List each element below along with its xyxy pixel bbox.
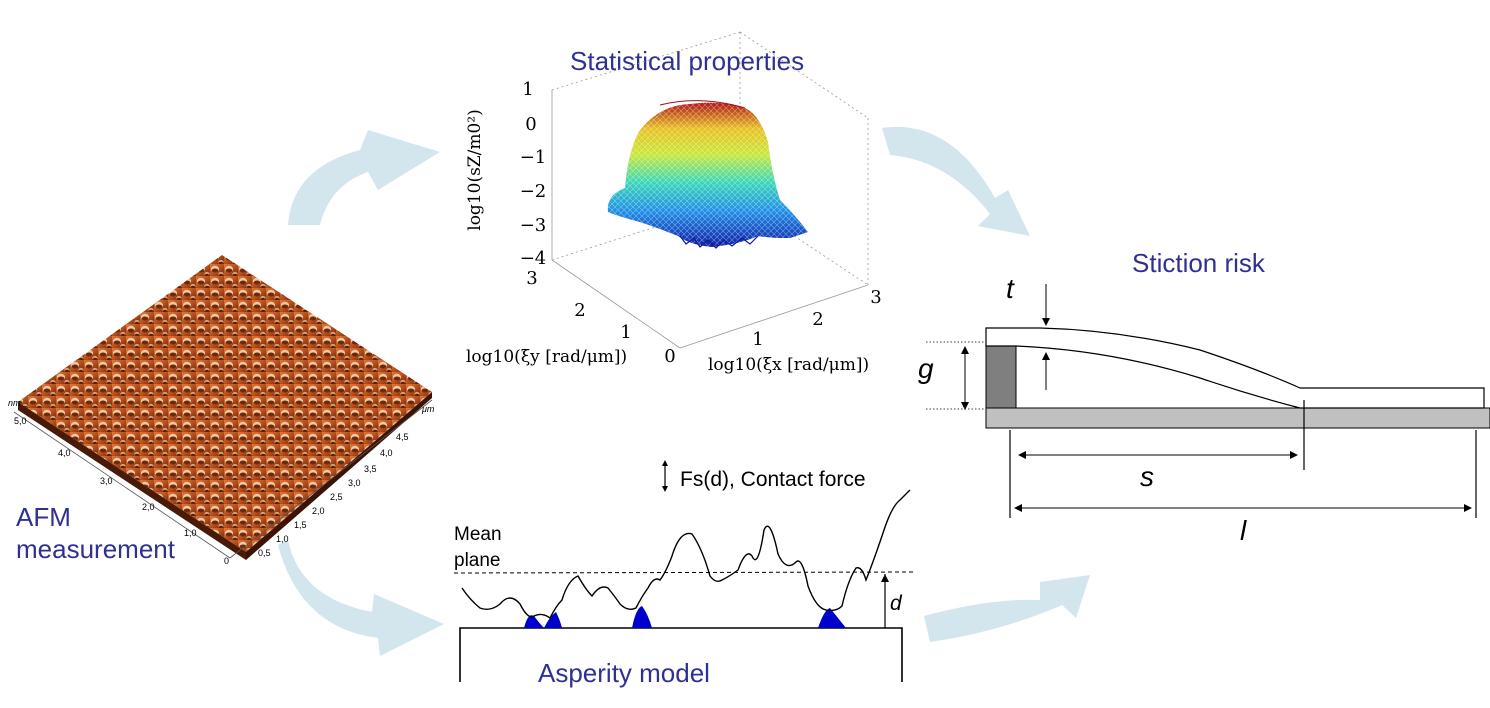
rough-surface-profile [461, 489, 911, 620]
psd-z-tick: −4 [520, 248, 547, 269]
psd-x-axis-label: log10(ξx [rad/μm]) [708, 355, 869, 375]
psd-z-tick: −1 [520, 147, 547, 168]
afm-right-tick: 1,5 [294, 520, 307, 530]
afm-right-tick: 2,5 [330, 492, 343, 502]
psd-y-tick: 3 [526, 268, 537, 289]
afm-right-ticks: 4,5 4,0 3,5 3,0 2,5 2,0 1,5 1,0 0,5 [258, 432, 409, 558]
psd-z-axis-label: log10(sZ/m0²) [465, 109, 485, 230]
afm-title-line2: measurement [16, 534, 176, 564]
afm-right-tick: 4,0 [380, 448, 393, 458]
afm-left-ticks: 4,0 3,0 2,0 1,0 0 [58, 448, 229, 566]
arrow-afm-to-statistics [288, 130, 440, 225]
psd-y-tick: 2 [574, 300, 585, 321]
afm-right-tick: 1,0 [276, 534, 289, 544]
afm-surface-image: nm 5,0 μm 4,0 3,0 2,0 1,0 0 4,5 4,0 3,5 … [8, 255, 435, 566]
thickness-t-label: t [1006, 273, 1015, 304]
psd-y-tick: 0 [664, 346, 675, 367]
afm-left-tick: 1,0 [184, 528, 197, 538]
statistical-properties-title: Statistical properties [570, 46, 804, 76]
length-l-label: l [1240, 515, 1247, 546]
cantilever-beam [985, 327, 1485, 409]
psd-z-tick: −3 [520, 215, 547, 236]
psd-y-ticks: 3 2 1 0 [526, 268, 675, 367]
substrate [985, 407, 1490, 429]
psd-z-ticks: 1 0 −1 −2 −3 −4 [520, 79, 547, 269]
gap-d-label: d [890, 592, 903, 615]
asperity-model-diagram [453, 460, 917, 682]
stiction-risk-title: Stiction risk [1132, 248, 1266, 278]
psd-y-tick: 1 [620, 322, 631, 343]
afm-left-tick: 2,0 [142, 502, 155, 512]
psd-y-axis-label: log10(ξy [rad/μm]) [466, 347, 627, 367]
cantilever-diagram [926, 284, 1490, 518]
afm-z-tick: 5,0 [14, 416, 27, 426]
afm-left-tick: 4,0 [58, 448, 71, 458]
afm-right-tick: 2,0 [312, 506, 325, 516]
afm-unit-um: μm [421, 404, 435, 414]
arrow-statistics-to-stiction [882, 126, 1030, 236]
mean-plane-label-line2: plane [454, 550, 501, 571]
gap-g-label: g [918, 353, 934, 384]
psd-3d-plot: 1 0 −1 −2 −3 −4 3 2 1 0 1 2 3 log10(sZ/m… [465, 31, 882, 375]
contact-force-label: Fs(d), Contact force [680, 468, 866, 491]
afm-right-tick: 3,5 [364, 464, 377, 474]
mean-plane-line [453, 571, 917, 574]
psd-x-tick: 3 [870, 287, 881, 308]
psd-x-tick: 1 [752, 329, 763, 350]
psd-z-tick: 0 [525, 114, 536, 135]
afm-left-tick: 0 [224, 556, 229, 566]
afm-left-tick: 3,0 [100, 476, 113, 486]
psd-surface [607, 100, 808, 249]
psd-x-ticks: 1 2 3 [752, 287, 881, 350]
afm-unit-nm: nm [8, 398, 21, 408]
arrow-asperity-to-stiction [924, 575, 1090, 642]
afm-right-tick: 0,5 [258, 548, 271, 558]
length-s-label: s [1140, 461, 1154, 492]
arrow-afm-to-asperity [278, 540, 444, 656]
afm-right-tick: 3,0 [348, 478, 361, 488]
asperity-model-title: Asperity model [538, 658, 710, 688]
afm-title-line1: AFM [16, 502, 71, 532]
afm-right-tick: 4,5 [396, 432, 409, 442]
anchor-post [985, 345, 1017, 409]
contact-spots [524, 606, 846, 628]
psd-x-tick: 2 [812, 309, 823, 330]
psd-z-tick: −2 [520, 181, 547, 202]
psd-z-tick: 1 [522, 79, 533, 100]
mean-plane-label-line1: Mean [454, 524, 502, 545]
